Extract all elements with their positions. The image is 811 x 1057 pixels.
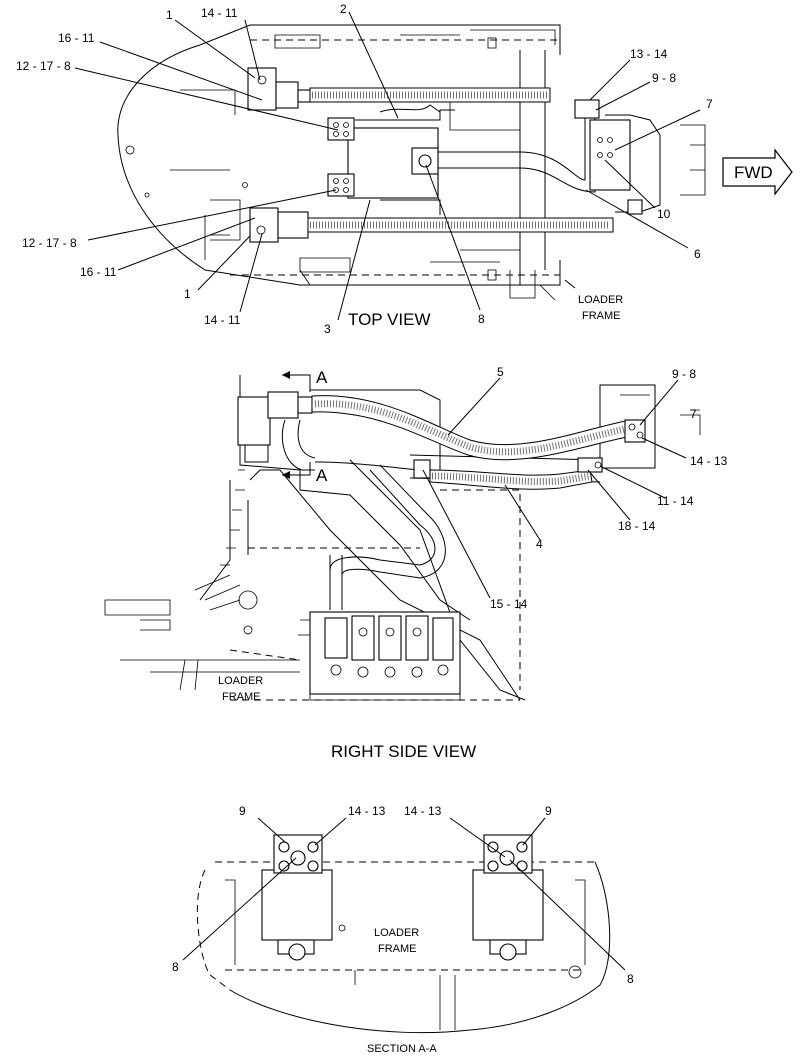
section-frame-label-2: FRAME <box>378 943 417 955</box>
top-view-title: TOP VIEW <box>348 310 431 329</box>
callout-14-13-side: 14 - 13 <box>690 454 728 468</box>
callout-15-14: 15 - 14 <box>490 597 528 611</box>
callout-12-17-8-bottom: 12 - 17 - 8 <box>22 236 77 250</box>
callout-18-14: 18 - 14 <box>618 519 656 533</box>
callout-16-11-bottom: 16 - 11 <box>80 265 117 279</box>
callout-11-14: 11 - 14 <box>657 494 694 508</box>
side-view-frame-label-2: FRAME <box>222 691 261 703</box>
section-frame-label-1: LOADER <box>374 927 419 939</box>
callout-6: 6 <box>694 247 701 261</box>
callout-2: 2 <box>340 2 347 16</box>
top-view-frame-label-2: FRAME <box>582 310 621 322</box>
callout-13-14: 13 - 14 <box>630 47 668 61</box>
callout-9-8-top: 9 - 8 <box>652 71 676 85</box>
section-mark-a-top: A <box>316 368 328 387</box>
callout-10: 10 <box>657 207 671 221</box>
section-aa-title: SECTION A-A <box>367 1043 437 1055</box>
callout-9-right: 9 <box>545 804 552 818</box>
callout-4: 4 <box>536 537 543 551</box>
top-view-frame-label-1: LOADER <box>578 294 623 306</box>
callout-3: 3 <box>324 322 331 336</box>
forward-arrow-icon <box>722 148 793 196</box>
callout-1-bottom: 1 <box>184 287 191 301</box>
callout-9-left: 9 <box>239 804 246 818</box>
callout-14-13-right: 14 - 13 <box>404 804 442 818</box>
right-side-view-title: RIGHT SIDE VIEW <box>331 742 476 761</box>
section-aa-view: 9 14 - 13 8 14 - 13 9 8 LOADER FRAME SEC… <box>172 804 634 1055</box>
callout-14-11-bottom: 14 - 11 <box>204 313 241 327</box>
callout-9-8-side: 9 - 8 <box>672 367 696 381</box>
callout-14-11-top: 14 - 11 <box>201 6 238 20</box>
callout-16-11-top: 16 - 11 <box>58 31 95 45</box>
callout-8-right: 8 <box>627 972 634 986</box>
callout-8-left: 8 <box>172 960 179 974</box>
side-view-frame-label-1: LOADER <box>218 675 263 687</box>
top-view: FWD 1 14 - 11 16 - 11 12 - 17 - 8 2 13 -… <box>16 2 793 336</box>
right-side-view: A A 5 9 - 8 7 14 - 13 11 - 14 18 - 14 4 … <box>104 365 728 761</box>
callout-7-top: 7 <box>706 97 713 111</box>
callout-5: 5 <box>497 365 504 379</box>
section-mark-a-bottom: A <box>316 466 328 485</box>
callout-8-top: 8 <box>478 312 485 326</box>
fwd-label: FWD <box>734 163 773 182</box>
callout-12-17-8-top: 12 - 17 - 8 <box>16 59 71 73</box>
callout-1-top: 1 <box>166 8 173 22</box>
callout-14-13-left: 14 - 13 <box>348 804 386 818</box>
callout-7-side: 7 <box>690 407 697 421</box>
